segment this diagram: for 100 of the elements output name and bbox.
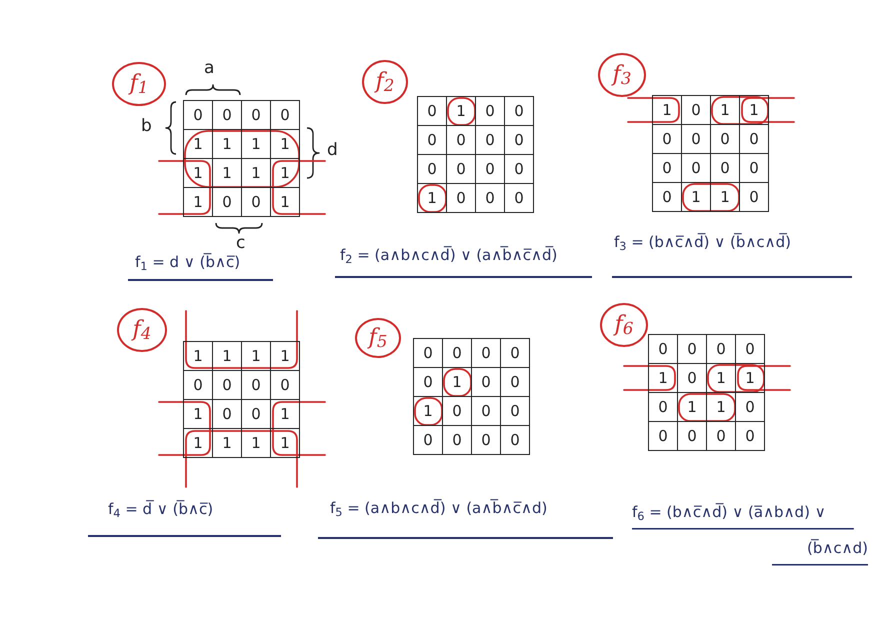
circled-label: f$_{4}$ xyxy=(117,308,167,352)
circled-label: f$_{2}$ xyxy=(362,60,408,104)
formula: f$_{1}$ = d ∨ (b̅∧c̅) xyxy=(135,253,240,271)
kmap-cell: 0 xyxy=(501,368,530,397)
kmap-cell: 0 xyxy=(707,422,736,451)
kmap-cell: 0 xyxy=(476,126,505,155)
kmap-cell: 0 xyxy=(443,397,472,426)
kmap-cell: 0 xyxy=(213,400,242,429)
kmap-cell: 0 xyxy=(505,184,534,213)
kmap-cell: 1 xyxy=(736,364,765,393)
kmap-cell: 1 xyxy=(443,368,472,397)
kmap-cell: 0 xyxy=(678,364,707,393)
kmap-cell: 0 xyxy=(682,154,711,183)
kmap-cell: 0 xyxy=(740,154,769,183)
kmap-cell: 1 xyxy=(271,342,300,371)
kmap-cell: 1 xyxy=(242,159,271,188)
kmap-cell: 0 xyxy=(505,97,534,126)
circled-label: f$_{6}$ xyxy=(600,303,648,347)
kmap-cell: 0 xyxy=(653,183,682,212)
kmap-cell: 0 xyxy=(476,97,505,126)
kmap-cell: 0 xyxy=(501,397,530,426)
kmap-cell: 0 xyxy=(213,188,242,217)
kmap-cell: 1 xyxy=(213,429,242,458)
kmap-cell: 0 xyxy=(242,400,271,429)
kmap-cell: 0 xyxy=(736,422,765,451)
kmap-cell: 1 xyxy=(184,429,213,458)
kmap-cell: 0 xyxy=(472,397,501,426)
kmap-cell: 0 xyxy=(653,125,682,154)
kmap-cell: 1 xyxy=(740,96,769,125)
kmap-cell: 1 xyxy=(242,130,271,159)
kmap-cell: 0 xyxy=(443,426,472,455)
karnaugh-map xyxy=(652,95,769,212)
kmap-cell: 1 xyxy=(707,393,736,422)
kmap-cell: 0 xyxy=(443,339,472,368)
kmap-cell: 0 xyxy=(418,126,447,155)
kmap-cell: 0 xyxy=(740,183,769,212)
kmap-cell: 0 xyxy=(213,101,242,130)
formula: f$_{5}$ = (a∧b∧c∧d̅) ∨ (a∧b̅∧c̅∧d) xyxy=(330,499,548,517)
kmap-cell: 0 xyxy=(707,335,736,364)
kmap-cell: 0 xyxy=(271,101,300,130)
kmap-cell: 0 xyxy=(476,155,505,184)
kmap-cell: 1 xyxy=(213,130,242,159)
kmap-cell: 0 xyxy=(213,371,242,400)
kmap-cell: 0 xyxy=(678,422,707,451)
kmap-cell: 1 xyxy=(418,184,447,213)
kmap-cell: 0 xyxy=(678,335,707,364)
formula: f$_{4}$ = d̅ ∨ (b̅∧c̅) xyxy=(108,500,214,518)
kmap-cell: 0 xyxy=(472,426,501,455)
kmap-cell: 0 xyxy=(447,126,476,155)
kmap-cell: 0 xyxy=(682,96,711,125)
kmap-cell: 1 xyxy=(213,342,242,371)
variable-label: c xyxy=(236,235,246,252)
kmap-cell: 0 xyxy=(184,101,213,130)
kmap-cell: 1 xyxy=(271,400,300,429)
kmap-cell: 0 xyxy=(476,184,505,213)
circled-label: f$_{5}$ xyxy=(355,318,401,358)
kmap-cell: 1 xyxy=(447,97,476,126)
kmap-cell: 0 xyxy=(505,126,534,155)
kmap-cell: 0 xyxy=(736,393,765,422)
kmap-cell: 0 xyxy=(736,335,765,364)
kmap-cell: 0 xyxy=(418,97,447,126)
kmap-cell: 1 xyxy=(184,342,213,371)
karnaugh-map xyxy=(413,338,530,455)
kmap-cell: 0 xyxy=(447,155,476,184)
circled-label: f$_{3}$ xyxy=(598,53,646,97)
variable-label: b xyxy=(141,118,152,135)
kmap-cell: 0 xyxy=(505,155,534,184)
kmap-cell: 0 xyxy=(418,155,447,184)
variable-label: d xyxy=(327,142,338,159)
kmap-cell: 1 xyxy=(682,183,711,212)
karnaugh-map xyxy=(417,96,534,213)
kmap-cell: 0 xyxy=(501,339,530,368)
kmap-cell: 1 xyxy=(678,393,707,422)
karnaugh-map xyxy=(183,100,300,217)
kmap-cell: 1 xyxy=(271,159,300,188)
karnaugh-map xyxy=(183,341,300,458)
kmap-cell: 0 xyxy=(653,154,682,183)
kmap-cell: 0 xyxy=(472,339,501,368)
kmap-cell: 1 xyxy=(653,96,682,125)
kmap-cell: 1 xyxy=(271,188,300,217)
kmap-cell: 0 xyxy=(501,426,530,455)
kmap-cell: 1 xyxy=(242,342,271,371)
kmap-cell: 1 xyxy=(707,364,736,393)
kmap-cell: 1 xyxy=(414,397,443,426)
kmap-cell: 1 xyxy=(184,159,213,188)
kmap-cell: 1 xyxy=(711,183,740,212)
kmap-cell: 0 xyxy=(472,368,501,397)
kmap-cell: 1 xyxy=(271,429,300,458)
kmap-cell: 0 xyxy=(649,335,678,364)
formula: f$_{3}$ = (b∧c̅∧d̅) ∨ (b̅∧c∧d̅) xyxy=(614,233,791,251)
variable-label: a xyxy=(204,60,214,77)
formula: f$_{2}$ = (a∧b∧c∧d̅) ∨ (a∧b̅∧c̅∧d̅) xyxy=(340,246,558,264)
kmap-cell: 0 xyxy=(649,422,678,451)
kmap-cell: 1 xyxy=(184,130,213,159)
kmap-cell: 1 xyxy=(649,364,678,393)
kmap-cell: 1 xyxy=(242,429,271,458)
kmap-cell: 0 xyxy=(414,426,443,455)
kmap-cell: 0 xyxy=(242,371,271,400)
kmap-cell: 0 xyxy=(649,393,678,422)
kmap-cell: 0 xyxy=(242,188,271,217)
